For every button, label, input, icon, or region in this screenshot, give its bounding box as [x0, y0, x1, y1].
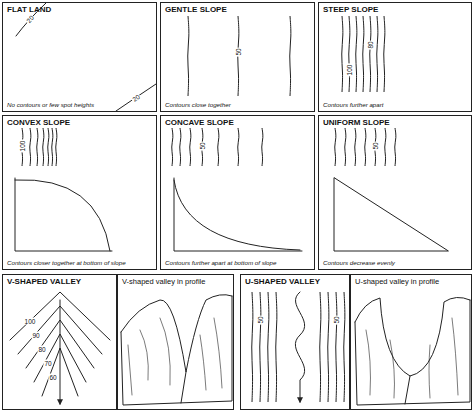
contour-height: 50	[235, 47, 242, 56]
contour-line	[218, 128, 219, 166]
contour-line	[252, 292, 253, 402]
contour-line	[260, 292, 261, 402]
contour-height: 100	[24, 318, 37, 325]
contour-line	[345, 128, 346, 166]
panel-caption: Contours close together	[165, 101, 231, 109]
contour-line	[342, 16, 343, 92]
contour-line	[276, 292, 277, 402]
contour-line	[328, 292, 329, 402]
panel-heading: V-SHAPED VALLEY	[7, 277, 81, 287]
panel-heading: U-shaped valley in profile	[355, 277, 439, 287]
map-panel: GENTLE SLOPE Contours close together	[160, 2, 315, 112]
panel-caption: No contours or few spot heights	[7, 101, 94, 109]
contour-line	[190, 128, 191, 166]
map-panel: U-SHAPED VALLEY	[240, 274, 350, 410]
panel-heading: U-SHAPED VALLEY	[245, 277, 320, 287]
contour-line	[344, 292, 345, 402]
contour-line	[365, 128, 366, 166]
contour-line	[52, 128, 53, 166]
contour-group	[22, 16, 396, 402]
contour-line	[356, 16, 357, 92]
contour-line	[385, 128, 386, 166]
contour-line	[48, 128, 49, 166]
contour-line	[336, 292, 337, 402]
contour-height: 80	[37, 346, 46, 353]
concave-profile	[174, 180, 300, 250]
u-valley-sketch	[355, 297, 470, 376]
contour-height: 90	[31, 332, 40, 339]
panel-heading: UNIFORM SLOPE	[323, 118, 390, 128]
contour-line	[37, 128, 38, 166]
map-panel: CONVEX SLOPE Contours closer together at …	[2, 115, 157, 270]
map-panel: CONCAVE SLOPE Contours further apart at b…	[160, 115, 315, 270]
contour-line	[188, 16, 189, 96]
panel-caption: Contours decrease evenly	[323, 259, 395, 267]
slope-shading	[366, 318, 458, 398]
uniform-profile	[334, 178, 448, 251]
panel-caption: Contours further apart	[323, 101, 384, 109]
v-valley-sketch	[121, 295, 232, 372]
contour-line	[370, 16, 371, 92]
panel-heading: V-shaped valley in profile	[122, 277, 205, 287]
contour-line	[335, 128, 336, 166]
contour-height: 80	[367, 40, 374, 49]
contour-line	[290, 16, 291, 96]
map-panel: V-SHAPED VALLEY	[2, 274, 117, 410]
river-arrow	[295, 292, 304, 402]
contour-height: 50	[372, 141, 379, 150]
profile-axis	[174, 178, 302, 251]
map-panel: UNIFORM SLOPE Contours decrease evenly	[318, 115, 472, 270]
contour-line	[268, 292, 269, 402]
contour-height: 100	[19, 140, 26, 153]
contour-line	[377, 16, 378, 92]
contour-height: 50	[199, 141, 206, 150]
contour-line	[116, 84, 156, 111]
u-valley-sketch	[355, 300, 470, 405]
contour-line	[180, 128, 181, 166]
panel-heading: CONCAVE SLOPE	[165, 118, 234, 128]
contour-line	[56, 128, 57, 166]
contour-line	[262, 128, 263, 166]
panel-heading: STEEP SLOPE	[323, 5, 378, 15]
contour-line	[43, 128, 44, 166]
v-valley-sketch	[121, 296, 232, 405]
river	[405, 376, 410, 404]
contour-line	[172, 128, 173, 166]
river	[181, 372, 186, 403]
contour-line	[363, 16, 364, 92]
map-panel: STEEP SLOPE Contours further apart	[318, 2, 472, 112]
contour-height: 100	[346, 64, 353, 77]
contour-line	[384, 16, 385, 92]
contour-line	[355, 128, 356, 166]
contour-line	[395, 128, 396, 166]
contour-height: 70	[43, 360, 52, 367]
panel-heading: GENTLE SLOPE	[165, 5, 227, 15]
contour-line	[30, 128, 31, 166]
contour-height: 50	[333, 315, 340, 324]
contour-height: 50	[257, 315, 264, 324]
contour-line	[349, 16, 350, 92]
map-panel: U-shaped valley in profile	[350, 274, 472, 410]
panel-caption: Contours closer together at bottom of sl…	[7, 259, 126, 267]
river-arrow	[60, 300, 61, 404]
panel-heading: CONVEX SLOPE	[7, 118, 70, 128]
convex-profile	[15, 180, 110, 251]
map-panel: V-shaped valley in profile	[117, 274, 234, 410]
slope-shading	[128, 318, 222, 395]
contour-height: 60	[48, 374, 57, 381]
profile-axis	[15, 178, 112, 251]
panel-caption: Contours further apart at bottom of slop…	[165, 259, 276, 267]
contour-line	[238, 128, 239, 166]
contour-line	[320, 292, 321, 402]
